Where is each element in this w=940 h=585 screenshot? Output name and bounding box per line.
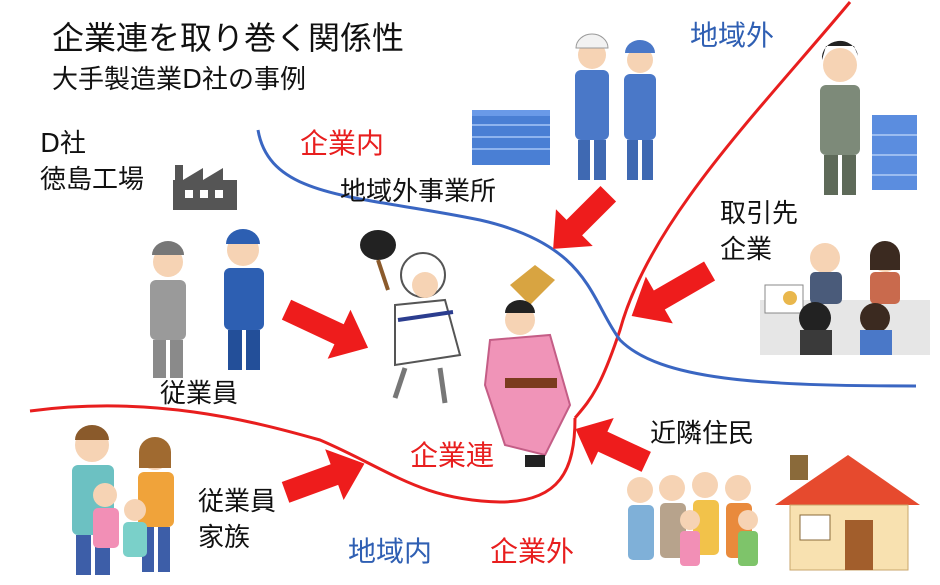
family-icon (72, 425, 174, 575)
arrow-from-neighbors (575, 418, 651, 472)
arrow-from-partner (631, 261, 716, 324)
partner-label-line2: 企業 (720, 235, 773, 265)
arrow-from-external-office (553, 185, 617, 249)
diagram-title: 企業連を取り巻く関係性 (52, 19, 405, 57)
region-boundary-line (256, 129, 917, 388)
center-label: 企業連 (410, 439, 495, 472)
company-boundary-line-upper (573, 1, 852, 419)
meeting-icon (760, 241, 930, 355)
zone-inside-company: 企業内 (300, 127, 385, 160)
factory-label-line2: 徳島工場 (40, 165, 145, 195)
partner-label-line1: 取引先 (720, 199, 799, 229)
construction-workers-icon (575, 33, 656, 180)
partner-building-icon (872, 115, 917, 190)
zone-outside-company: 企業外 (490, 535, 575, 568)
families-label-line1: 従業員 (198, 487, 277, 517)
company-boundary-line-lower (29, 404, 577, 504)
house-icon (775, 455, 920, 571)
zone-outside-region: 地域外 (690, 19, 775, 52)
neighbors-label: 近隣住民 (650, 419, 755, 449)
external-office-label: 地域外事業所 (340, 177, 497, 207)
factory-icon (173, 165, 237, 210)
arrow-from-employees (281, 299, 369, 359)
diagram-subtitle: 大手製造業D社の事例 (52, 65, 307, 95)
neighbors-icon (627, 472, 758, 566)
awa-odori-dancers-icon (360, 230, 572, 467)
zone-inside-region: 地域内 (348, 535, 433, 568)
employees-label: 従業員 (160, 379, 239, 409)
office-building-icon (472, 110, 550, 165)
families-label-line2: 家族 (198, 523, 251, 553)
factory-label-line1: D社 (40, 129, 87, 159)
arrow-from-families (281, 449, 365, 503)
employees-icon (150, 229, 264, 378)
businessman-icon (820, 40, 860, 195)
